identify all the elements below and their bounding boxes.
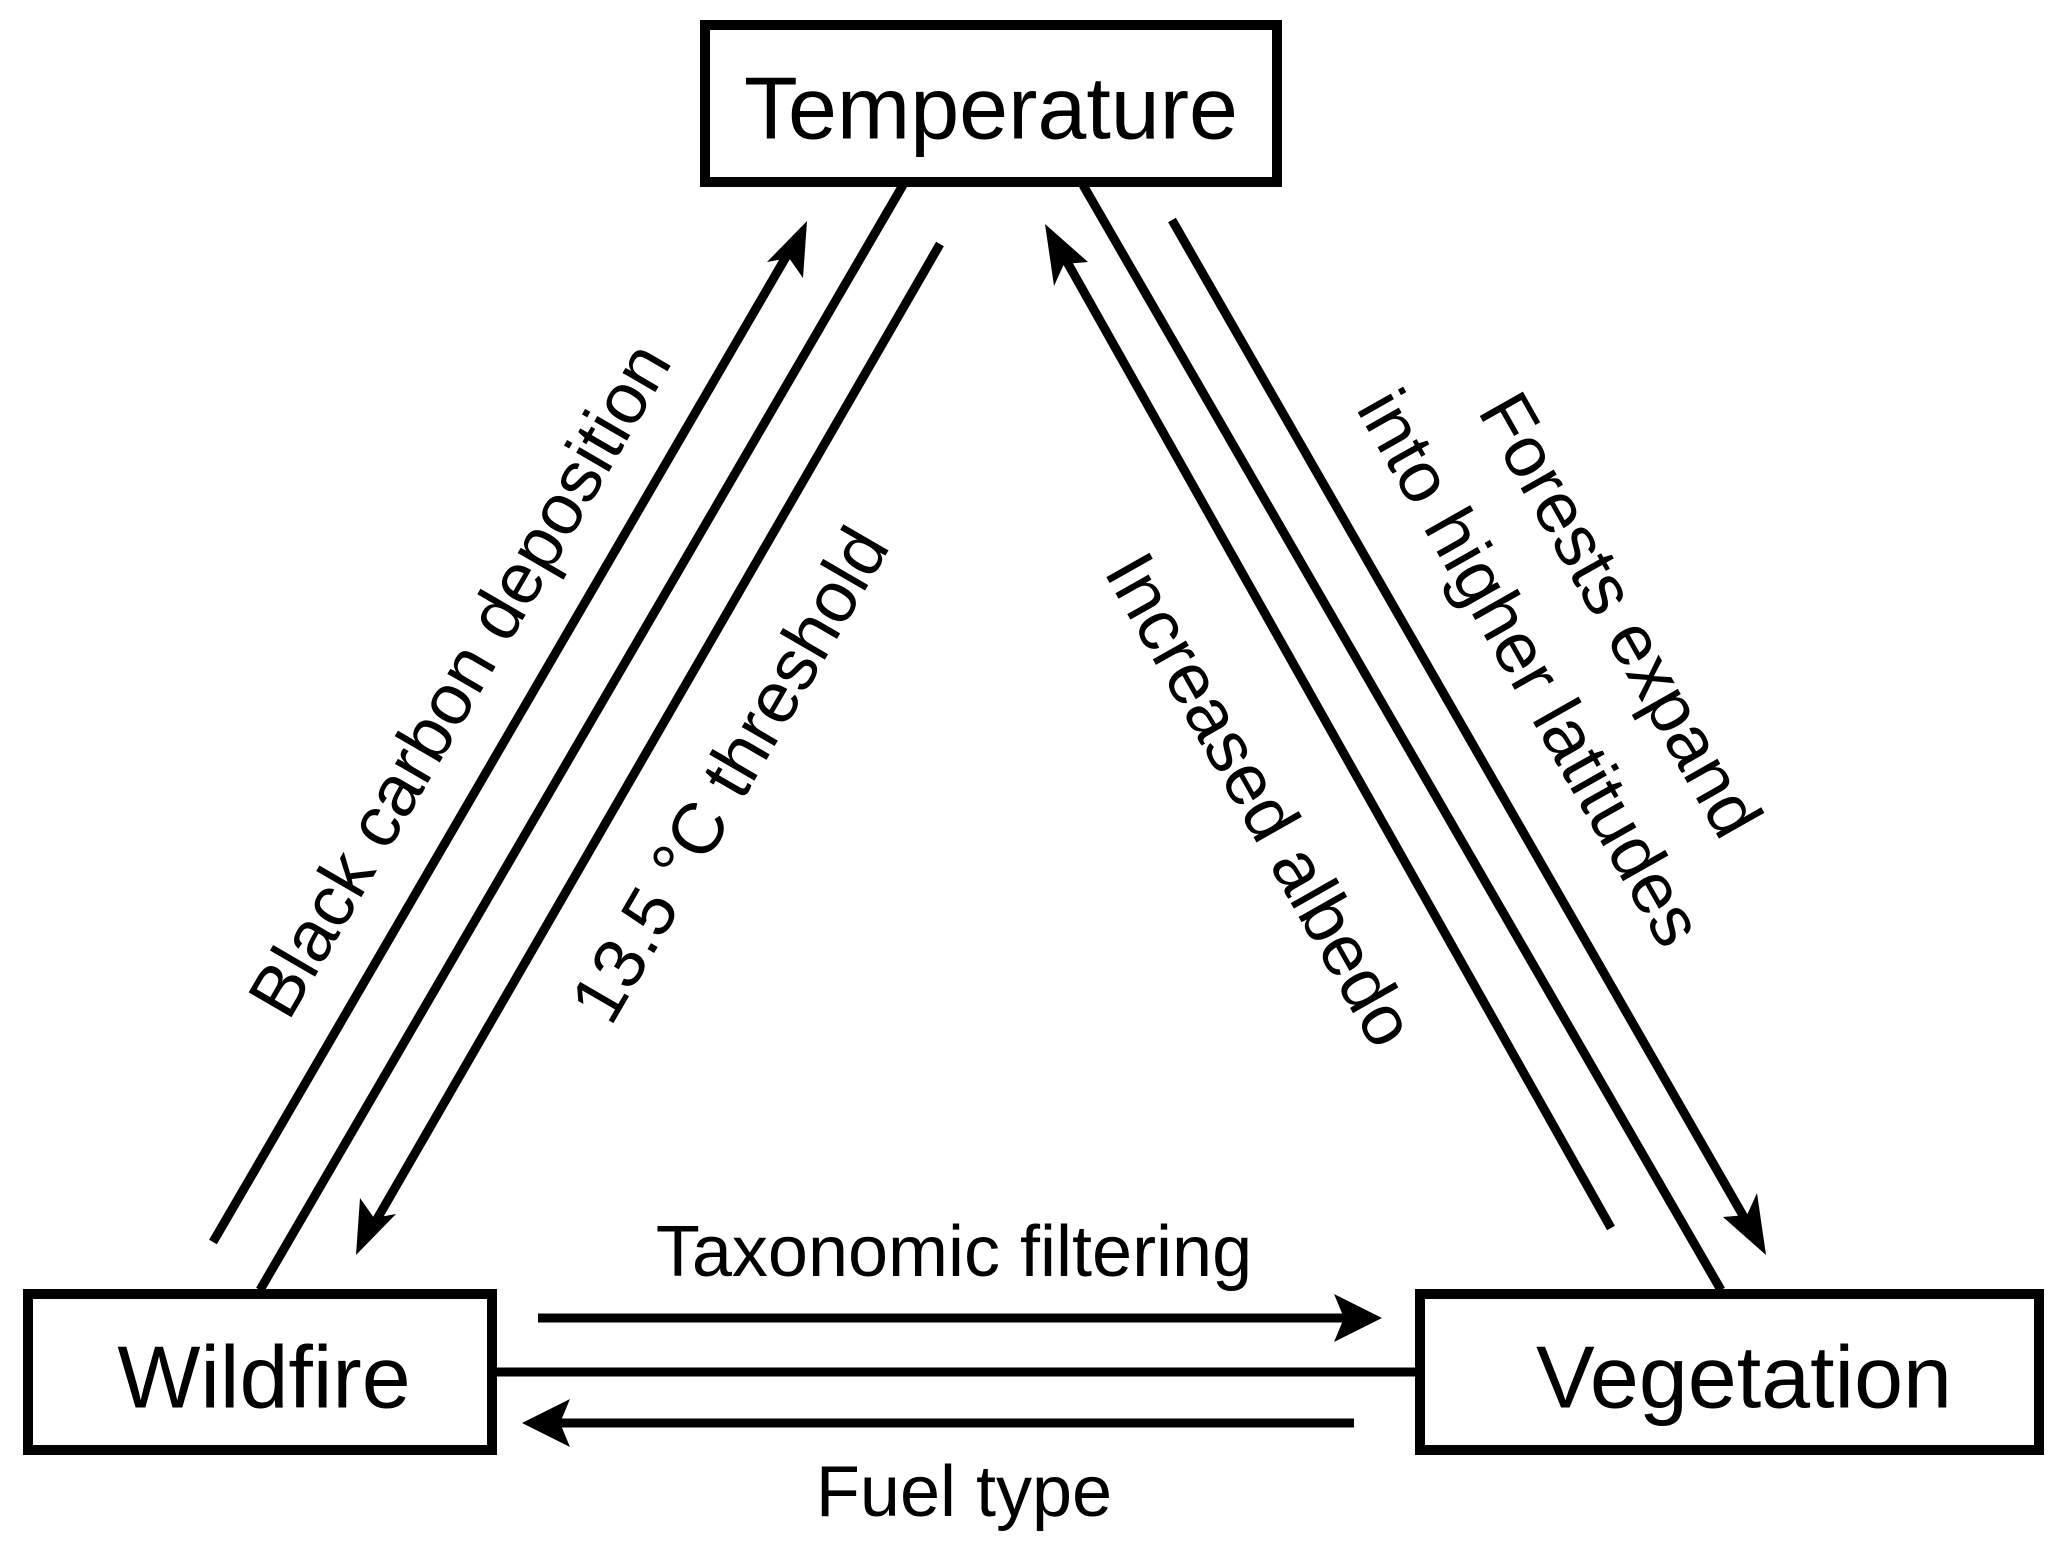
arrowhead-forests xyxy=(1723,1193,1766,1255)
node-box-wildfire xyxy=(23,1289,497,1455)
label-taxonomic: Taxonomic filtering xyxy=(656,1212,1252,1292)
label-threshold: 13.5 °C threshold xyxy=(555,514,904,1036)
node-box-vegetation xyxy=(1415,1289,2044,1455)
label-fuel: Fuel type xyxy=(816,1452,1112,1532)
edge-taxonomic: Taxonomic filtering xyxy=(538,1212,1382,1342)
arrowhead-fuel xyxy=(522,1399,570,1447)
node-wildfire: Wildfire xyxy=(23,1289,497,1455)
node-box-temperature xyxy=(700,20,1282,187)
node-label-temperature: Temperature xyxy=(744,59,1238,158)
node-label-vegetation: Vegetation xyxy=(1536,1328,1952,1427)
label-albedo: Increased albedo xyxy=(1089,540,1431,1060)
arrowhead-albedo xyxy=(1045,224,1088,286)
node-label-wildfire: Wildfire xyxy=(117,1328,410,1427)
connector-temperature-vegetation xyxy=(1079,182,1725,1293)
arrowhead-taxonomic xyxy=(1334,1294,1382,1342)
arrow-line-black-carbon xyxy=(209,247,794,1245)
arrowhead-black-carbon xyxy=(767,221,807,278)
node-temperature: Temperature xyxy=(700,20,1282,187)
edge-fuel: Fuel type xyxy=(522,1399,1354,1532)
node-vegetation: Vegetation xyxy=(1415,1289,2044,1455)
arrow-line-albedo xyxy=(1058,250,1615,1231)
arrow-line-forests xyxy=(1168,217,1753,1229)
arrow-line-threshold xyxy=(369,241,944,1229)
arrowhead-threshold xyxy=(356,1198,396,1255)
connector-wildfire-temperature xyxy=(256,182,907,1293)
